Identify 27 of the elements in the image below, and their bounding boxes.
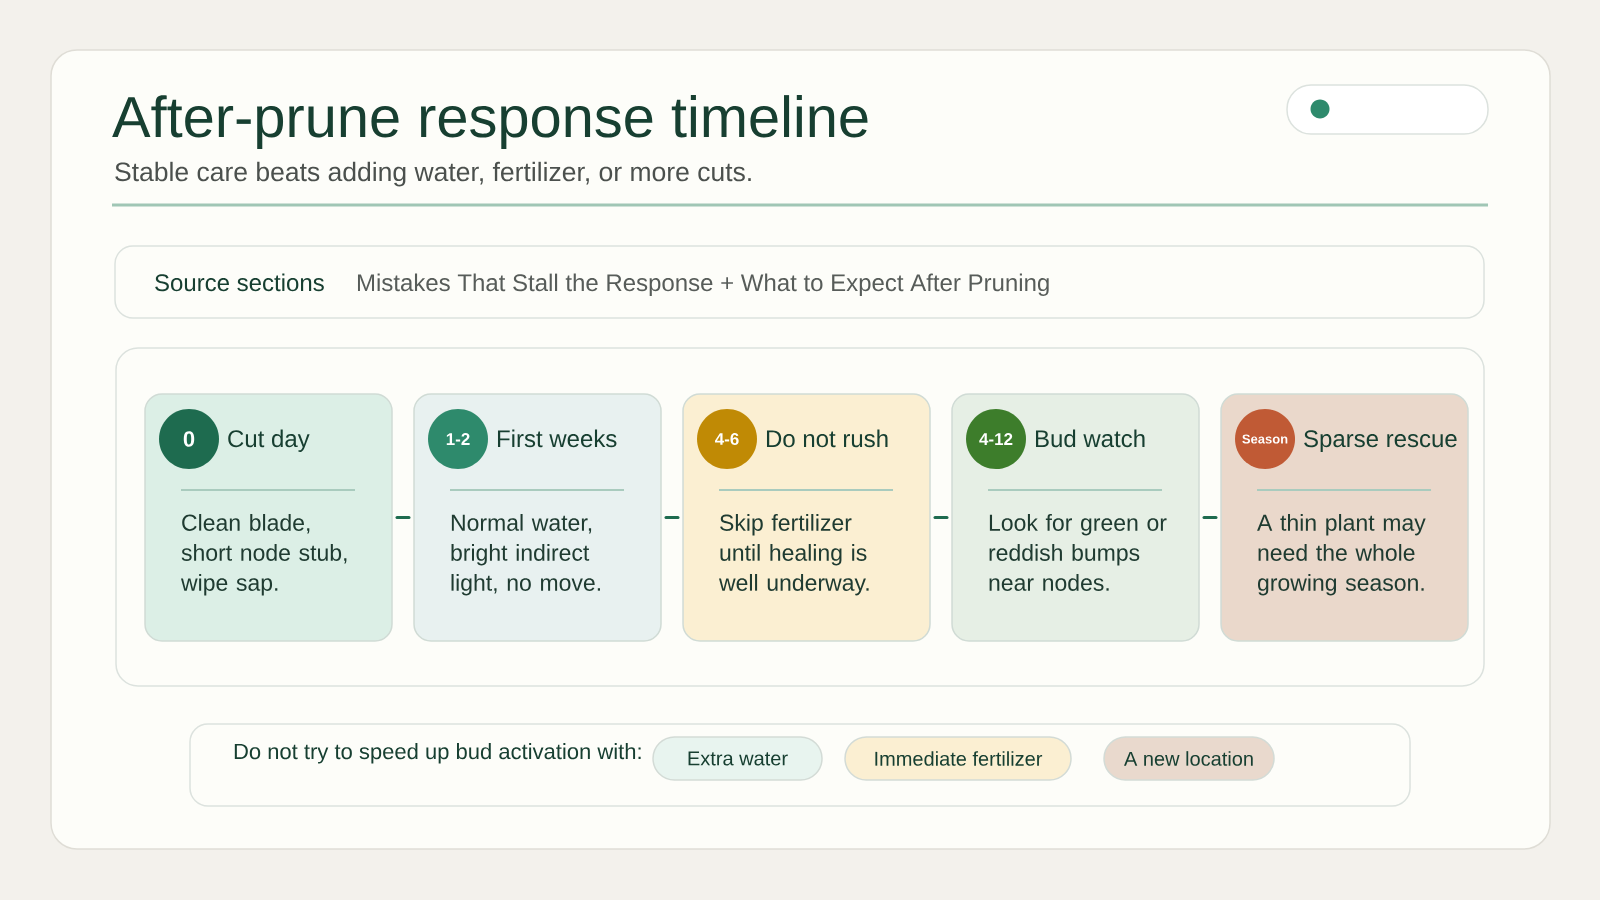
- card-title: Sparse rescue: [1304, 430, 1457, 452]
- card-title: Do not rush: [767, 429, 888, 448]
- note-text: Do not try to speed up bud activation with:: [234, 743, 641, 764]
- card-text: Normal water, bright indirect light, no move.: [451, 514, 600, 596]
- step-badge: Season: [1235, 409, 1295, 469]
- step-badge: 1-2: [428, 409, 488, 469]
- card-text: Clean blade, short node stub, wipe sap.: [180, 514, 347, 596]
- card-text: Look for green or reddish bumps near nodes.: [989, 514, 1167, 591]
- card-title: First weeks: [498, 429, 617, 448]
- card-text: A thin plant may need the whole growing season.: [1257, 514, 1426, 596]
- connector-line: [933, 516, 949, 519]
- tag-pill: A new location: [1103, 736, 1275, 781]
- card-title: Bud watch: [1036, 429, 1145, 448]
- card-text: Skip fertilizer until healing is well underway.: [719, 514, 869, 596]
- section-label: Source sections: [155, 273, 324, 292]
- connector-line: [664, 516, 680, 519]
- card-title: Cut day: [228, 429, 310, 452]
- tag-pill: Immediate fertilizer: [844, 736, 1072, 781]
- tag-pill: Extra water: [652, 736, 823, 781]
- title: After-prune response timeline: [112, 95, 868, 149]
- connector-line: [395, 516, 411, 519]
- connector-line: [1202, 516, 1218, 519]
- subtitle: Stable care beats adding water, fertilizer, or more cuts.: [115, 161, 751, 187]
- section-text: Mistakes That Stall the Response + What to Expect After Pruning: [358, 273, 1049, 296]
- step-badge: 0: [159, 409, 219, 469]
- step-badge: 4-6: [697, 409, 757, 469]
- step-badge: 4-12: [966, 409, 1026, 469]
